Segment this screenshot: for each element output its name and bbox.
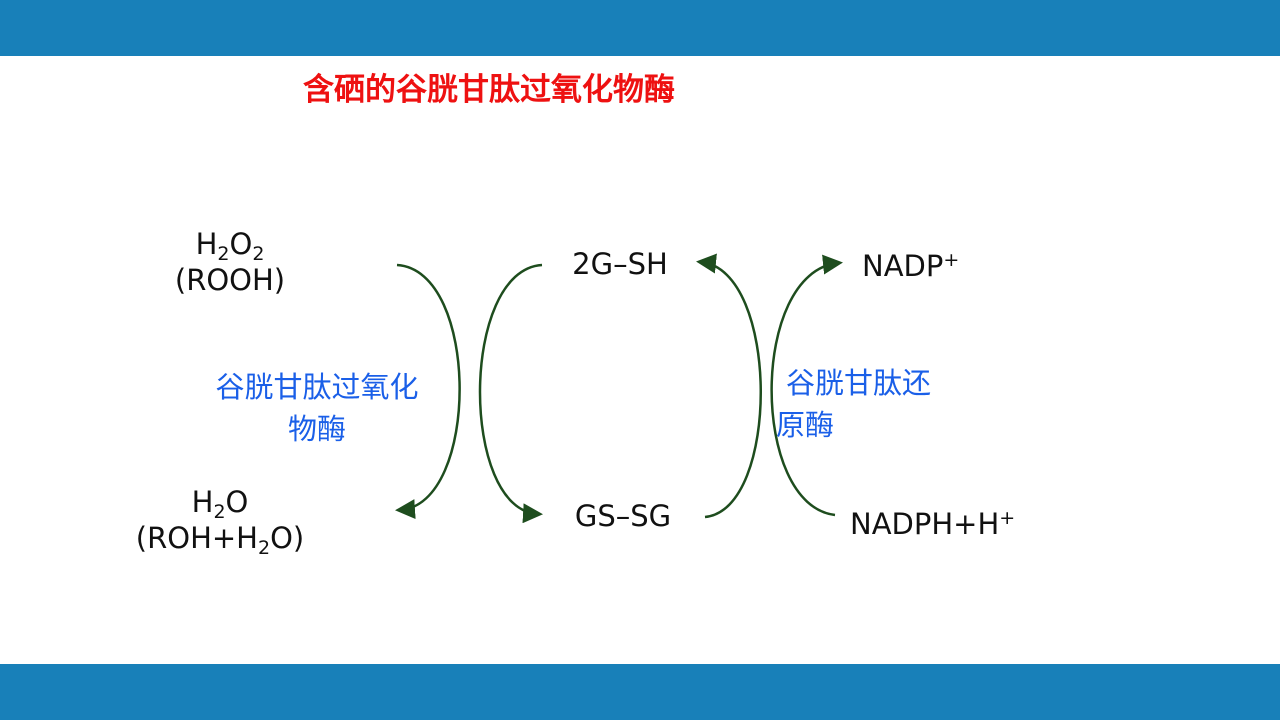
top-banner [0,0,1280,56]
arrow-gsh-to-gssg [478,263,543,524]
slide-title: 含硒的谷胱甘肽过氧化物酶 [303,72,675,108]
nadp-label: NADP+ [862,249,960,283]
arrow-nadph-to-nadp [770,254,843,517]
glutathione-reductase-label: 谷胱甘肽还原酶 [776,366,932,442]
water-label: H2O (ROH+H2O) [135,485,305,559]
arrow-peroxide-to-water [395,263,461,519]
arrow-gssg-to-gsh [696,253,762,519]
peroxide-label: H2O2 (ROOH) [174,227,286,297]
reduced-glutathione: 2G–SH [572,247,668,281]
oxidized-glutathione: GS–SG [574,499,672,533]
nadph-label: NADPH+H+ [850,507,1016,541]
glutathione-peroxidase-label: 谷胱甘肽过氧化物酶 [215,370,419,446]
bottom-banner [0,664,1280,720]
